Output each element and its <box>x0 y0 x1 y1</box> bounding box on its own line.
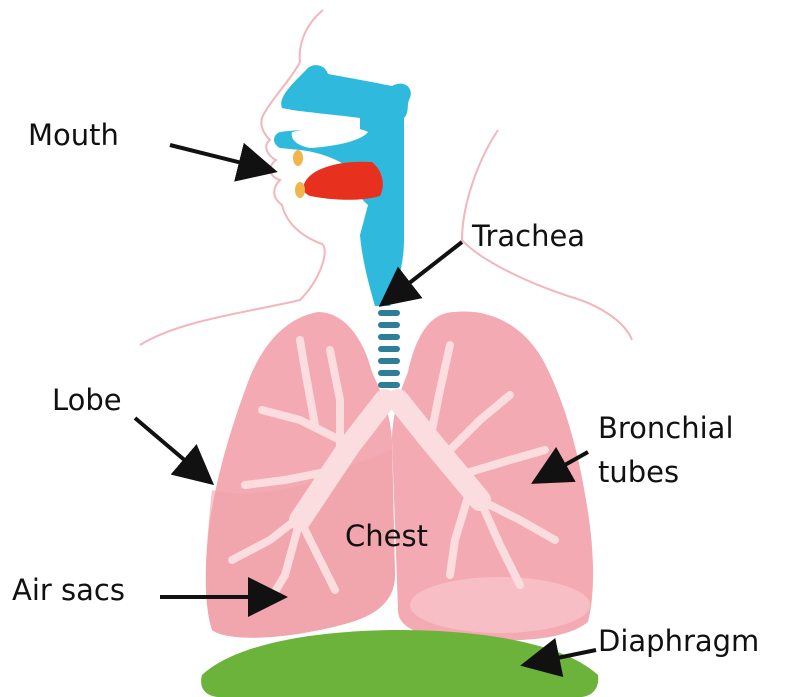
upper-airway <box>274 65 411 306</box>
trachea-label: Trachea <box>471 219 585 253</box>
trachea-ring <box>378 334 400 340</box>
face-profile-outline <box>140 10 325 345</box>
chest-label: Chest <box>345 519 428 553</box>
bronchial-tubes-label-line2: tubes <box>598 455 679 489</box>
diaphragm-label: Diaphragm <box>598 624 759 658</box>
mouth-label: Mouth <box>28 118 119 152</box>
mouth-arrow <box>170 145 270 170</box>
air-sacs-label: Air sacs <box>12 573 125 607</box>
bronchial-tubes-label-line1: Bronchial <box>598 411 734 445</box>
upper-lip <box>293 150 303 166</box>
trachea-ring <box>378 370 400 376</box>
lower-lip <box>295 182 305 198</box>
lobe-label: Lobe <box>52 383 122 417</box>
trachea-ring <box>378 346 400 352</box>
trachea-ring <box>378 382 400 388</box>
lobe-arrow <box>135 418 208 480</box>
trachea-ring <box>378 358 400 364</box>
trachea-rings <box>378 310 400 388</box>
trachea-ring <box>378 322 400 328</box>
heart-area <box>410 577 590 633</box>
trachea-ring <box>378 310 400 316</box>
tongue <box>303 162 383 200</box>
